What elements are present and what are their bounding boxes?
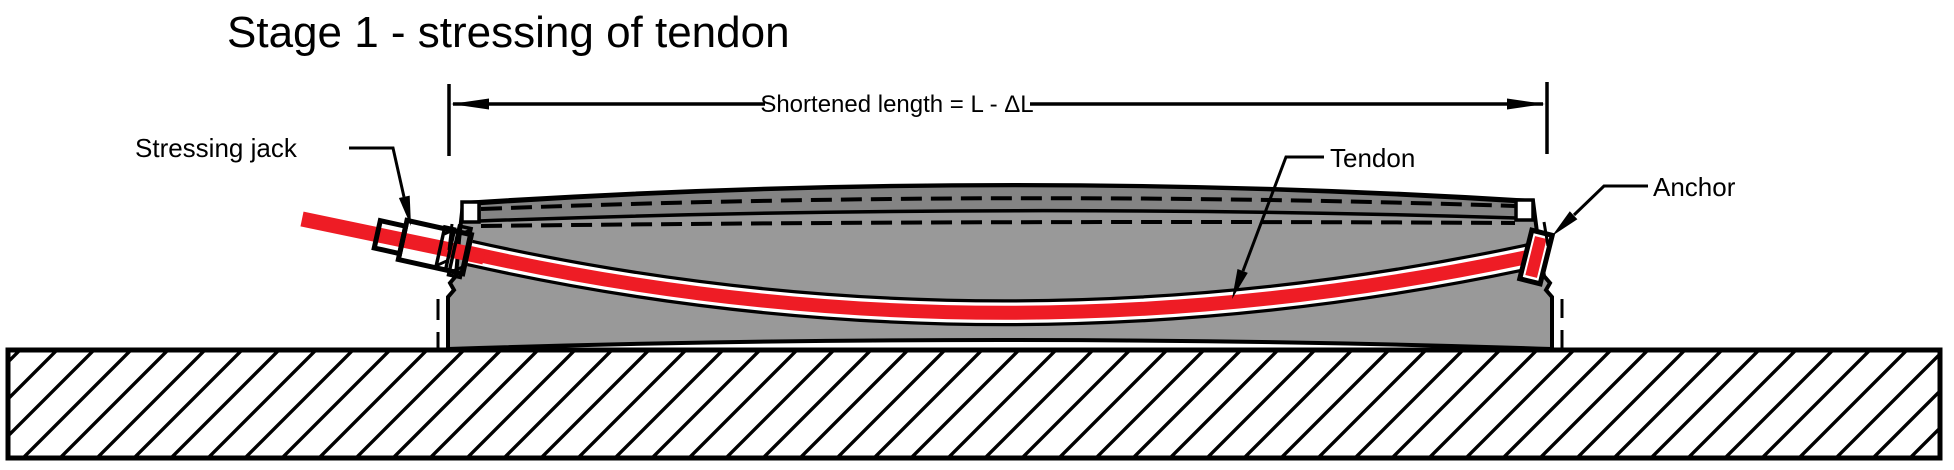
wedge-plate-2: [446, 223, 474, 280]
ground: [5, 347, 1943, 461]
tendon-duct: [467, 239, 1535, 327]
wedge-hatch-marks: [436, 228, 471, 274]
tendon-strand: [468, 246, 1534, 320]
dimension-shortened-length: Shortened length = L - ΔL: [447, 82, 1549, 156]
original-top-dashed-line: [480, 196, 1516, 211]
dimension-arrow-right-icon: [1507, 98, 1545, 110]
anchor-strand-core: [1525, 236, 1547, 278]
right-end-recess: [1514, 198, 1535, 222]
callout-stressing-jack: Stressing jack: [135, 133, 411, 226]
ground-hatch: [8, 350, 1940, 458]
anchor-block: [1516, 227, 1556, 287]
stressing-jack-leader-arrow-icon: [398, 195, 411, 226]
tendon-label: Tendon: [1330, 143, 1415, 173]
tendon-leader-arrow-icon: [1232, 269, 1248, 299]
callout-anchor: Anchor: [1552, 172, 1736, 236]
diagram-title: Stage 1 - stressing of tendon: [227, 8, 790, 57]
stressing-jack-label: Stressing jack: [135, 133, 298, 163]
dimension-label: Shortened length = L - ΔL: [760, 91, 1033, 118]
ground-outline: [5, 347, 1943, 461]
callout-tendon: Tendon: [1232, 143, 1415, 299]
original-interface-dashed-line: [480, 220, 1516, 228]
anchor-leader-line: [1572, 184, 1648, 217]
anchor-label: Anchor: [1653, 172, 1736, 202]
left-end-recess: [460, 200, 481, 224]
anchor-leader-arrow-icon: [1552, 211, 1578, 236]
tendon-leader-line: [1241, 155, 1324, 272]
beam-end-edge-details: [436, 221, 1564, 349]
dimension-arrow-left-icon: [451, 98, 489, 110]
stressing-jack-leader-line: [349, 146, 406, 198]
